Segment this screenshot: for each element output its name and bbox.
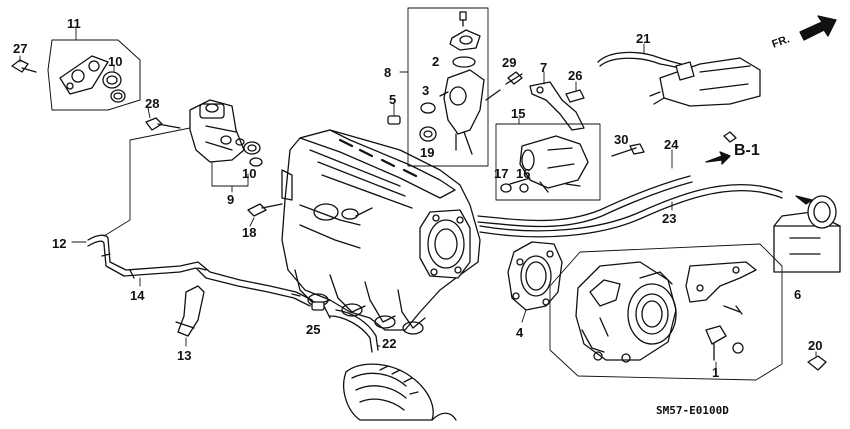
hose-23 [479, 183, 783, 238]
charcoal-canister [773, 195, 841, 273]
callout-9: 9 [227, 192, 235, 207]
front-arrow [799, 15, 837, 41]
callout-17: 17 [494, 166, 509, 181]
bolt-29 [485, 71, 523, 101]
part-15-group [495, 117, 601, 201]
callout-3: 3 [422, 83, 430, 98]
gasket-4 [507, 241, 563, 323]
callout-7: 7 [540, 60, 548, 75]
part-6-group [549, 243, 783, 381]
bracket-13 [175, 285, 205, 347]
callout-25: 25 [306, 322, 321, 337]
callout-16: 16 [516, 166, 531, 181]
part-11-group [47, 27, 141, 111]
fast-idle-valve [145, 99, 263, 193]
bolt-20 [807, 351, 827, 371]
bolt-26 [565, 81, 585, 103]
map-sensor-assembly [649, 57, 761, 107]
part-8-group [399, 7, 489, 167]
callout-28: 28 [145, 96, 160, 111]
callout-27: 27 [13, 41, 28, 56]
bracket-7 [529, 71, 585, 131]
callout-10a: 10 [108, 54, 123, 69]
hose-24 [477, 149, 693, 228]
callout-10b: 10 [242, 166, 257, 181]
b1-arrow [705, 131, 737, 165]
callout-8: 8 [384, 65, 392, 80]
callout-22: 22 [382, 336, 397, 351]
callout-20: 20 [808, 338, 823, 353]
reference-b1: B-1 [734, 142, 760, 159]
hose-25 [309, 299, 331, 319]
bolt-30 [611, 143, 645, 157]
stud-5 [387, 103, 401, 125]
callout-13: 13 [177, 348, 192, 363]
bolt-27 [11, 55, 37, 73]
callout-18: 18 [242, 225, 257, 240]
callout-14: 14 [130, 288, 145, 303]
callout-29: 29 [502, 55, 517, 70]
callout-5: 5 [389, 92, 397, 107]
callout-21: 21 [636, 31, 651, 46]
callout-30: 30 [614, 132, 629, 147]
callout-26: 26 [568, 68, 583, 83]
callout-6: 6 [794, 287, 802, 302]
bolt-18 [247, 203, 283, 227]
callout-19: 19 [420, 145, 435, 160]
intake-manifold [281, 129, 481, 335]
callout-2: 2 [432, 54, 440, 69]
callout-1: 1 [712, 365, 720, 380]
callout-4: 4 [516, 325, 524, 340]
air-intake-duct [343, 363, 457, 421]
vacuum-tube-14 [71, 127, 313, 307]
callout-12: 12 [52, 236, 67, 251]
callout-11: 11 [67, 16, 81, 31]
callout-23: 23 [662, 211, 677, 226]
hose-22 [329, 309, 381, 353]
callout-15: 15 [511, 106, 526, 121]
drawing-code: SM57-E0100D [656, 404, 729, 417]
callout-24: 24 [664, 137, 679, 152]
